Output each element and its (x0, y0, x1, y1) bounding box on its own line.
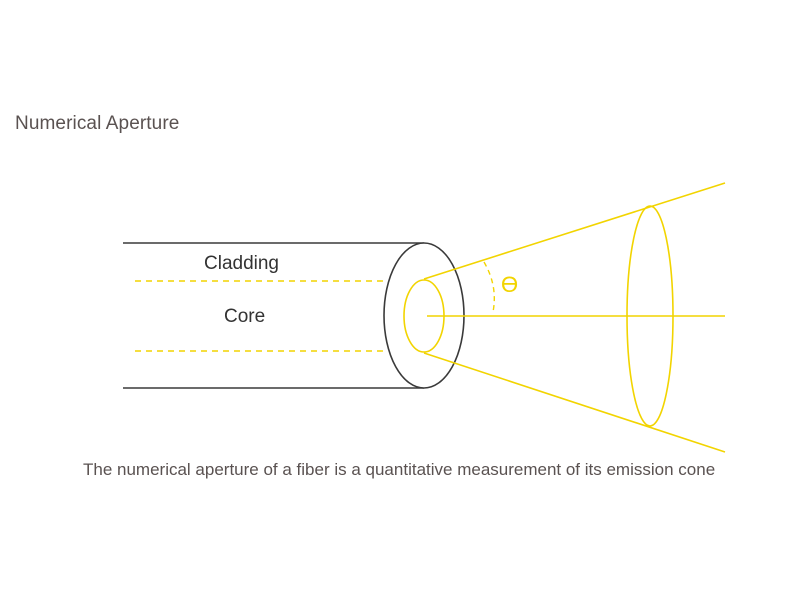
angle-label: ϴ (501, 272, 518, 297)
cone-cross-section (626, 205, 674, 427)
cladding-label: Cladding (204, 253, 279, 274)
acceptance-angle-arc (483, 261, 496, 313)
cone-lower-ray (423, 352, 726, 453)
cone-upper-ray (423, 182, 726, 280)
fiber-cable (123, 242, 465, 389)
emission-cone (423, 182, 726, 453)
page-title: Numerical Aperture (15, 113, 180, 134)
core-label: Core (224, 306, 265, 327)
diagram-caption: The numerical aperture of a fiber is a q… (83, 460, 716, 479)
